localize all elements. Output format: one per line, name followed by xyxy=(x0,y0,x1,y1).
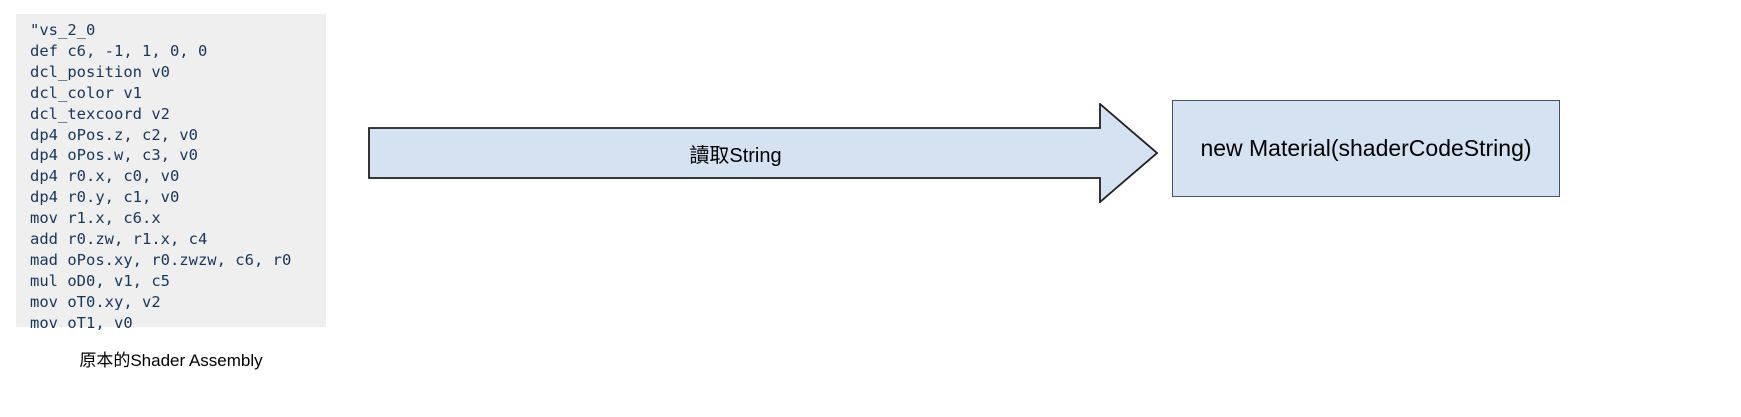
code-line: dp4 r0.y, c1, v0 xyxy=(30,188,180,207)
process-arrow xyxy=(368,103,1158,203)
code-line: dp4 oPos.z, c2, v0 xyxy=(30,125,198,144)
code-line: add r0.zw, r1.x, c4 xyxy=(30,230,208,249)
arrow-polygon xyxy=(368,103,1158,203)
code-line: "vs_2_0 xyxy=(30,21,96,39)
right-block-arrow-icon xyxy=(368,103,1158,203)
result-box: new Material(shaderCodeString) xyxy=(1172,100,1560,197)
code-line: dcl_color v1 xyxy=(30,83,142,102)
code-line: mul oD0, v1, c5 xyxy=(30,271,170,290)
code-line: dcl_position v0 xyxy=(30,62,170,81)
code-line: def c6, -1, 1, 0, 0 xyxy=(30,41,208,60)
shader-assembly-caption: 原本的Shader Assembly xyxy=(79,351,263,370)
code-line: mov oT1, v0 xyxy=(30,313,133,332)
code-line: dp4 oPos.w, c3, v0 xyxy=(30,146,198,165)
result-box-label: new Material(shaderCodeString) xyxy=(1200,135,1532,161)
code-line: dp4 r0.x, c0, v0 xyxy=(30,167,180,186)
code-line: mov oT0.xy, v2 xyxy=(30,292,161,311)
code-line: mov r1.x, c6.x xyxy=(30,209,161,228)
code-line: dcl_texcoord v2 xyxy=(30,104,170,123)
code-line: mad oPos.xy, r0.zwzw, c6, r0 xyxy=(30,250,292,269)
